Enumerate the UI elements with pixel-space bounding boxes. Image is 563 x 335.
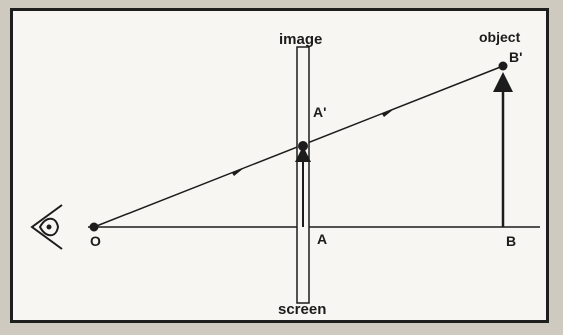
point-a-label: A bbox=[317, 231, 327, 247]
eye-icon bbox=[30, 204, 63, 250]
point-o-dot bbox=[89, 222, 99, 232]
object-label: object bbox=[479, 29, 521, 45]
screen-label: screen bbox=[278, 301, 326, 318]
image-label: image bbox=[279, 31, 322, 48]
point-b-prime-label: B' bbox=[509, 49, 522, 65]
point-b-prime-dot bbox=[498, 61, 508, 71]
diagram-frame bbox=[10, 8, 549, 323]
point-b-label: B bbox=[506, 233, 516, 249]
point-a-prime-label: A' bbox=[313, 104, 326, 120]
point-a-prime-dot bbox=[298, 141, 308, 151]
point-o-label: O bbox=[90, 233, 101, 249]
ray-arrow-2 bbox=[382, 109, 394, 117]
ray-arrow-1 bbox=[232, 168, 244, 176]
